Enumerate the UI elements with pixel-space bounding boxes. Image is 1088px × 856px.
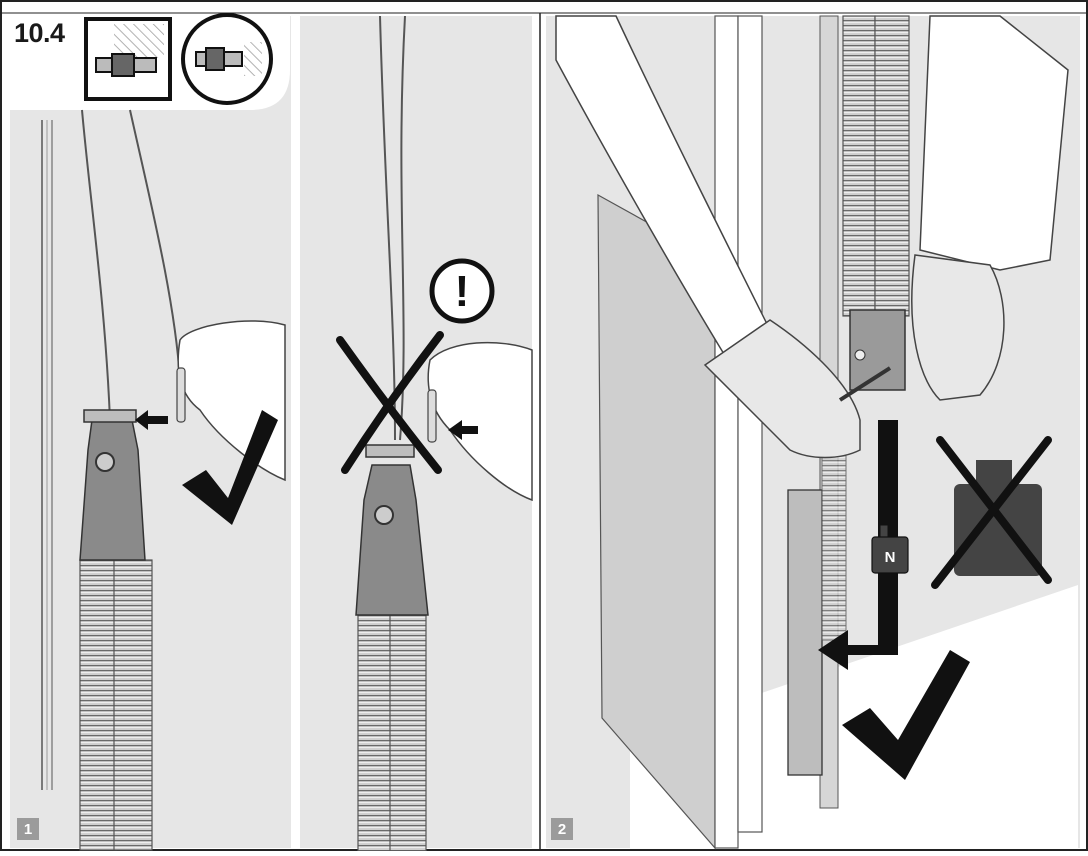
step-badge-1: 1 <box>17 818 39 840</box>
section-number: 10.4 <box>14 18 65 49</box>
mount-circle-icon <box>183 15 271 103</box>
warning-mark: ! <box>455 267 470 316</box>
step-badge-2: 2 <box>551 818 573 840</box>
mount-square-icon <box>86 19 170 99</box>
weight-tag-label: N <box>885 549 896 566</box>
